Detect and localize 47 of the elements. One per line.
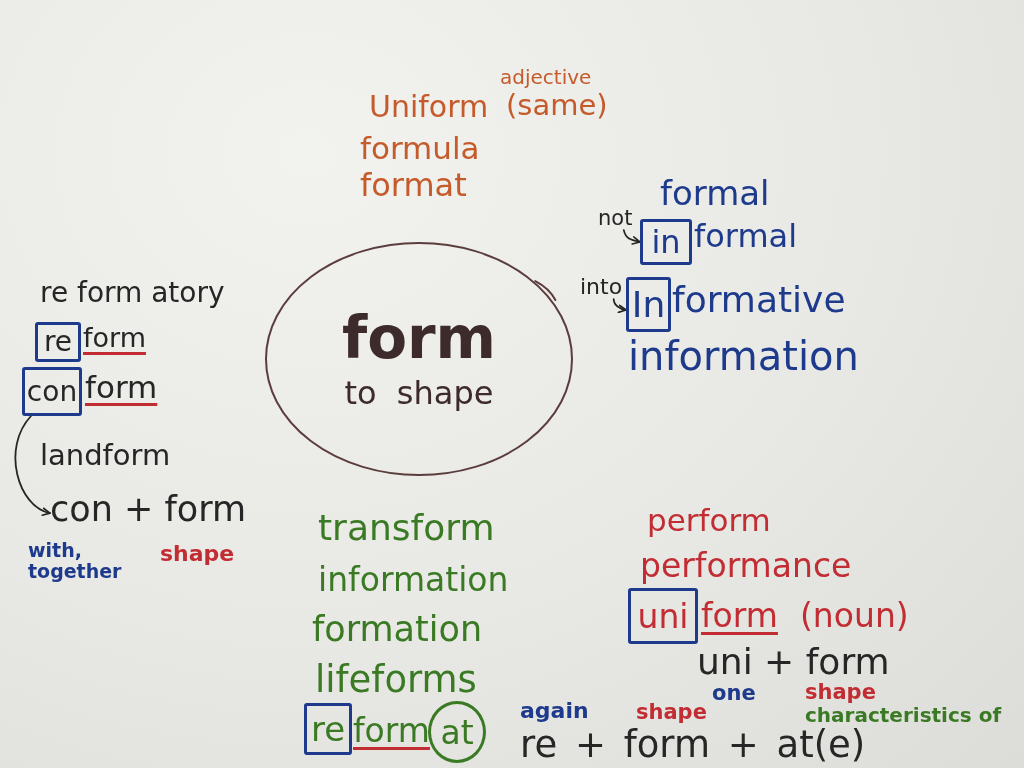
meaning-note: shape <box>636 701 707 725</box>
boxed-prefix: uni <box>628 588 698 644</box>
boxed-prefix: In <box>626 277 671 332</box>
annotation-text: not <box>598 207 633 231</box>
word-equation: re + form + at(e) <box>520 726 866 765</box>
part-of-speech-note: adjective <box>500 66 592 88</box>
boxed-prefix: re <box>304 703 352 755</box>
word-label: formal <box>660 175 770 213</box>
meaning-note: characteristics of <box>805 704 1002 726</box>
meaning-note: one <box>712 682 756 706</box>
word-label: performance <box>640 548 852 585</box>
curved-arrow <box>612 298 627 313</box>
word-label: lifeforms <box>315 660 477 701</box>
annotation-text: into <box>580 275 623 300</box>
word-label: information <box>628 334 859 378</box>
word-equation: uni + form <box>697 642 890 682</box>
word-label: format <box>360 168 467 204</box>
word-label: formal <box>694 219 798 255</box>
meaning-note: shape <box>805 681 876 705</box>
meaning-note: with, together <box>28 540 122 582</box>
word-label: form <box>701 598 778 635</box>
word-label: landform <box>40 440 171 472</box>
curved-arrow <box>14 415 51 516</box>
word-equation: con + form <box>50 490 247 529</box>
word-label: Uniform <box>369 90 489 123</box>
boxed-prefix: re <box>35 322 81 362</box>
topic-ellipse <box>264 241 574 477</box>
word-label: formation <box>312 610 483 649</box>
word-label: formula <box>360 131 480 166</box>
meaning-note: (same) <box>506 90 608 122</box>
definition-text: to shape <box>344 376 494 412</box>
word-label: transform <box>318 508 495 548</box>
word-label: information <box>318 562 509 599</box>
meaning-note: shape <box>160 542 235 567</box>
meaning-note: again <box>520 699 589 724</box>
word-label: form <box>85 370 158 405</box>
curved-arrow <box>622 229 641 245</box>
word-label: form <box>353 713 430 750</box>
part-of-speech-note: (noun) <box>800 598 909 635</box>
word-label: perform <box>647 503 771 538</box>
circled-suffix: at <box>428 701 486 763</box>
topic-word: form <box>341 306 497 371</box>
boxed-prefix: in <box>640 219 692 265</box>
word-label: formative <box>672 280 846 320</box>
boxed-prefix: con <box>22 367 82 416</box>
word-label: re form atory <box>40 278 225 309</box>
word-label: form <box>83 323 146 353</box>
